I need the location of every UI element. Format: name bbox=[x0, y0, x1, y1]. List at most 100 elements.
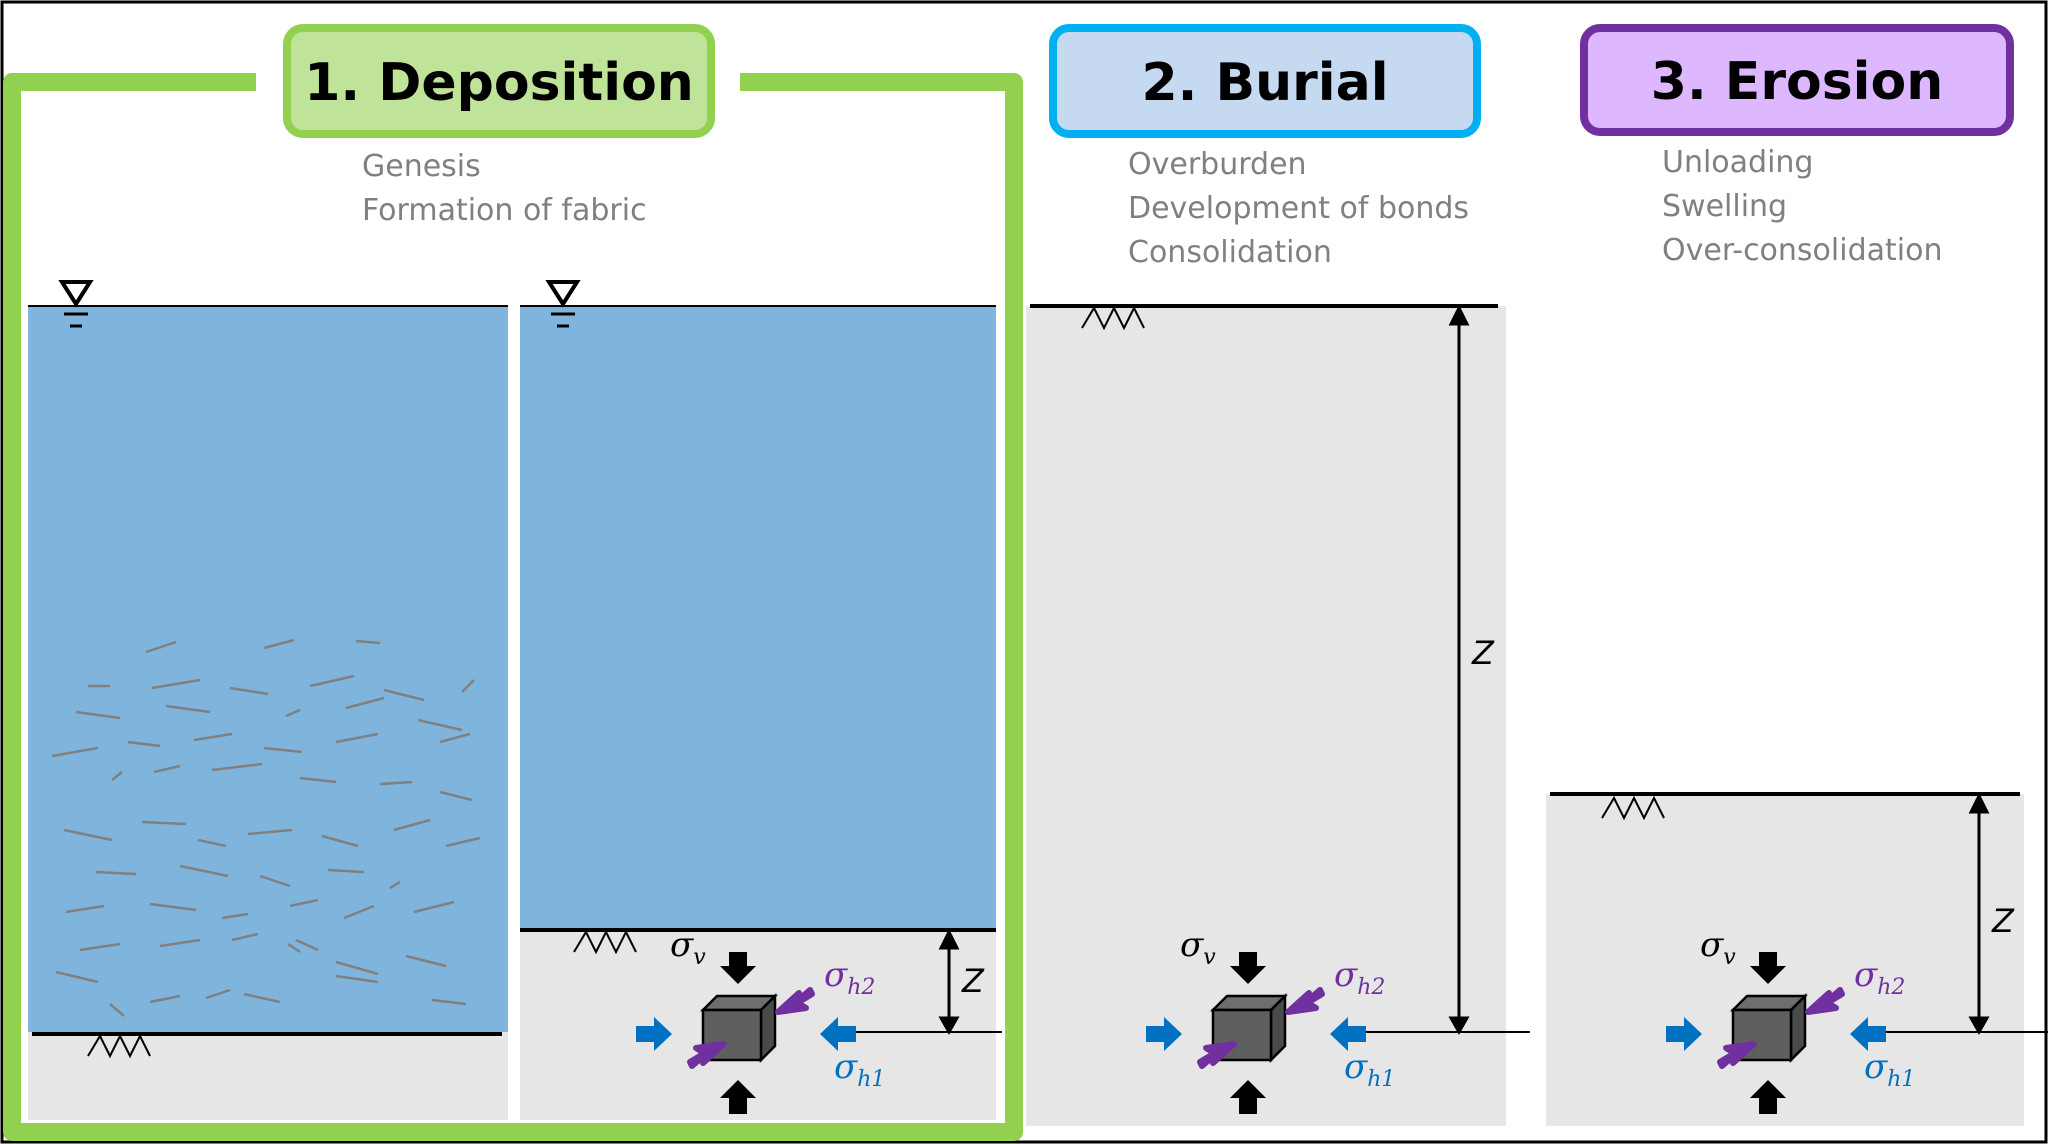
sediment-particle bbox=[383, 688, 425, 702]
ground-hatch-icon bbox=[573, 929, 637, 955]
burial-desc-3: Consolidation bbox=[1128, 235, 1332, 270]
erosion-title-box bbox=[1580, 24, 2014, 136]
sediment-particle bbox=[439, 790, 473, 802]
deposition-soil-panel bbox=[28, 1032, 508, 1120]
sediment-particle bbox=[197, 838, 227, 848]
sediment-particle bbox=[263, 746, 303, 754]
burial-title: 2. Burial bbox=[1141, 53, 1388, 113]
water-table-icon bbox=[58, 280, 94, 328]
sediment-particle bbox=[145, 640, 177, 654]
erosion-title: 3. Erosion bbox=[1651, 52, 1943, 112]
depth-label: Z bbox=[1991, 902, 2015, 940]
erosion-desc-3: Over-consolidation bbox=[1662, 233, 1942, 268]
sediment-particle bbox=[345, 696, 385, 710]
sigma-h1-right-arrow-icon bbox=[820, 1017, 856, 1051]
sediment-particle bbox=[431, 998, 467, 1006]
sediment-particle bbox=[243, 992, 281, 1004]
sediment-particle bbox=[65, 904, 105, 914]
sigma-h2-front-arrow-icon bbox=[1805, 987, 1845, 1015]
sediment-particle bbox=[247, 828, 293, 836]
sediment-particle bbox=[461, 679, 475, 693]
erosion-desc-2: Swelling bbox=[1662, 189, 1787, 224]
sigma-v-bottom-arrow-icon bbox=[1750, 1080, 1786, 1114]
burial-title-box bbox=[1049, 24, 1481, 138]
sigma-v-label: σv bbox=[1180, 925, 1216, 970]
deposition-desc-2: Formation of fabric bbox=[362, 193, 647, 228]
depth-arrow bbox=[1448, 304, 1470, 1036]
sigma-h2-back-arrow-icon bbox=[1717, 1041, 1757, 1069]
sediment-particle bbox=[211, 762, 263, 772]
soil-element-2: σv σh2 σh1 bbox=[1146, 925, 1395, 1114]
soil-element-cube-icon bbox=[1729, 992, 1809, 1064]
ground-hatch-icon bbox=[1081, 305, 1145, 331]
sigma-v-top-arrow-icon bbox=[1750, 952, 1786, 984]
sediment-particle bbox=[335, 974, 379, 984]
sigma-h1-right-arrow-icon bbox=[1330, 1017, 1366, 1051]
sediment-particle bbox=[229, 686, 269, 696]
sediment-particle bbox=[295, 938, 319, 952]
deposition-water-panel bbox=[28, 306, 508, 1032]
sediment-particle bbox=[287, 942, 301, 954]
sediment-particle bbox=[335, 732, 379, 744]
sediment-particle bbox=[127, 740, 161, 748]
sediment-particle bbox=[263, 638, 295, 650]
sediment-particle bbox=[445, 836, 481, 848]
sediment-particle bbox=[355, 639, 381, 645]
deposition-title-box bbox=[283, 24, 715, 138]
sigma-h2-back-arrow-icon bbox=[1197, 1041, 1237, 1069]
sediment-particle bbox=[299, 776, 337, 784]
sigma-h1-label: σh1 bbox=[1864, 1047, 1915, 1092]
deposition-desc-1: Genesis bbox=[362, 149, 481, 184]
sediment-particle bbox=[159, 938, 201, 948]
sediment-particle bbox=[417, 718, 463, 732]
erosion-soil-panel bbox=[1546, 794, 2024, 1126]
sediment-particle bbox=[259, 874, 291, 888]
sediment-particle bbox=[141, 820, 187, 826]
sediment-particle bbox=[165, 704, 211, 714]
sigma-h1-label: σh1 bbox=[834, 1047, 885, 1092]
sediment-particles bbox=[51, 638, 481, 1017]
sediment-particle bbox=[95, 870, 137, 876]
sediment-particle bbox=[321, 834, 359, 848]
sigma-h2-front-arrow-icon bbox=[1285, 987, 1325, 1015]
sediment-particle bbox=[221, 912, 249, 920]
sediment-particle bbox=[179, 864, 229, 878]
sigma-h2-label: σh2 bbox=[1854, 955, 1905, 1000]
sediment-particle bbox=[285, 708, 301, 718]
sediment-particle bbox=[309, 674, 355, 688]
sediment-particle bbox=[439, 732, 471, 744]
sigma-v-label: σv bbox=[1700, 925, 1736, 970]
sediment-particle bbox=[55, 970, 99, 984]
sediment-particle bbox=[109, 1003, 125, 1017]
sigma-h2-label: σh2 bbox=[1334, 955, 1385, 1000]
deposition-water-panel-2 bbox=[520, 306, 996, 930]
sigma-h2-front-arrow-icon bbox=[775, 987, 815, 1015]
sediment-particle bbox=[153, 764, 181, 774]
sigma-h1-left-arrow-icon bbox=[1146, 1017, 1182, 1051]
sigma-v-top-arrow-icon bbox=[1230, 952, 1266, 984]
sigma-v-bottom-arrow-icon bbox=[1230, 1080, 1266, 1114]
sigma-h1-right-arrow-icon bbox=[1850, 1017, 1886, 1051]
sediment-particle bbox=[51, 746, 99, 758]
sigma-h1-left-arrow-icon bbox=[1666, 1017, 1702, 1051]
sediment-particle bbox=[343, 904, 375, 920]
burial-desc-1: Overburden bbox=[1128, 147, 1307, 182]
deposition-bracket-border bbox=[3, 73, 1023, 1141]
sediment-particle bbox=[405, 954, 447, 968]
soil-element-1: σv σh2 σh1 bbox=[636, 925, 885, 1114]
burial-desc-2: Development of bonds bbox=[1128, 191, 1469, 226]
soil-element-3: σv σh2 σh1 bbox=[1666, 925, 1915, 1114]
sediment-particle bbox=[75, 710, 121, 720]
sediment-particle bbox=[63, 828, 113, 842]
burial-soil-panel bbox=[1026, 306, 1506, 1126]
sigma-v-label: σv bbox=[670, 925, 706, 970]
sigma-v-bottom-arrow-icon bbox=[720, 1080, 756, 1114]
sigma-h1-label: σh1 bbox=[1344, 1047, 1395, 1092]
sigma-v-top-arrow-icon bbox=[720, 952, 756, 984]
deposition-title: 1. Deposition bbox=[304, 53, 694, 113]
sediment-particle bbox=[193, 732, 233, 742]
ground-hatch-icon bbox=[1601, 795, 1665, 821]
erosion-desc-1: Unloading bbox=[1662, 145, 1813, 180]
